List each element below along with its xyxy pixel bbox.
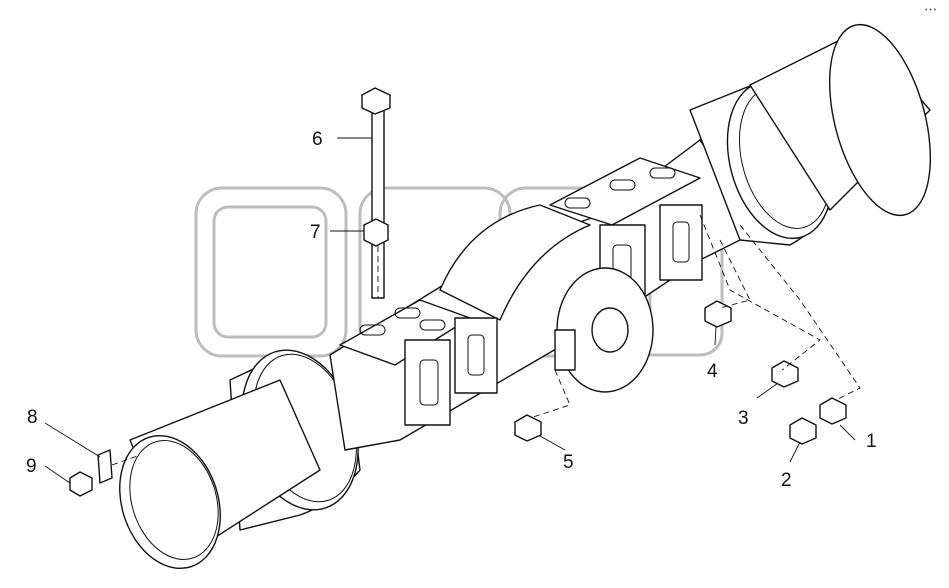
callout-7: 7 <box>310 222 321 243</box>
leader-lines <box>44 137 861 484</box>
bolt-6 <box>361 87 391 299</box>
callout-8: 8 <box>27 407 38 428</box>
left-wheel-hub <box>119 349 361 570</box>
plate-8 <box>97 449 113 484</box>
nut-7 <box>363 218 389 247</box>
callout-6: 6 <box>312 129 323 150</box>
callout-9: 9 <box>26 456 37 477</box>
spring-seat-right <box>549 157 703 311</box>
fitting-3 <box>771 360 799 388</box>
corner-mark: • • • <box>925 7 937 14</box>
callout-4: 4 <box>707 361 718 382</box>
callout-5: 5 <box>563 452 574 473</box>
center-plate <box>554 267 654 393</box>
callout-1: 1 <box>866 431 877 452</box>
callout-3: 3 <box>738 408 749 429</box>
fitting-2 <box>789 417 817 445</box>
right-wheel-hub <box>689 23 932 246</box>
fitting-5 <box>514 414 542 442</box>
bolt-9 <box>69 471 93 497</box>
fitting-1 <box>819 397 847 425</box>
callout-2: 2 <box>781 470 792 491</box>
fitting-4 <box>704 300 732 328</box>
spring-seat-left <box>339 299 498 426</box>
